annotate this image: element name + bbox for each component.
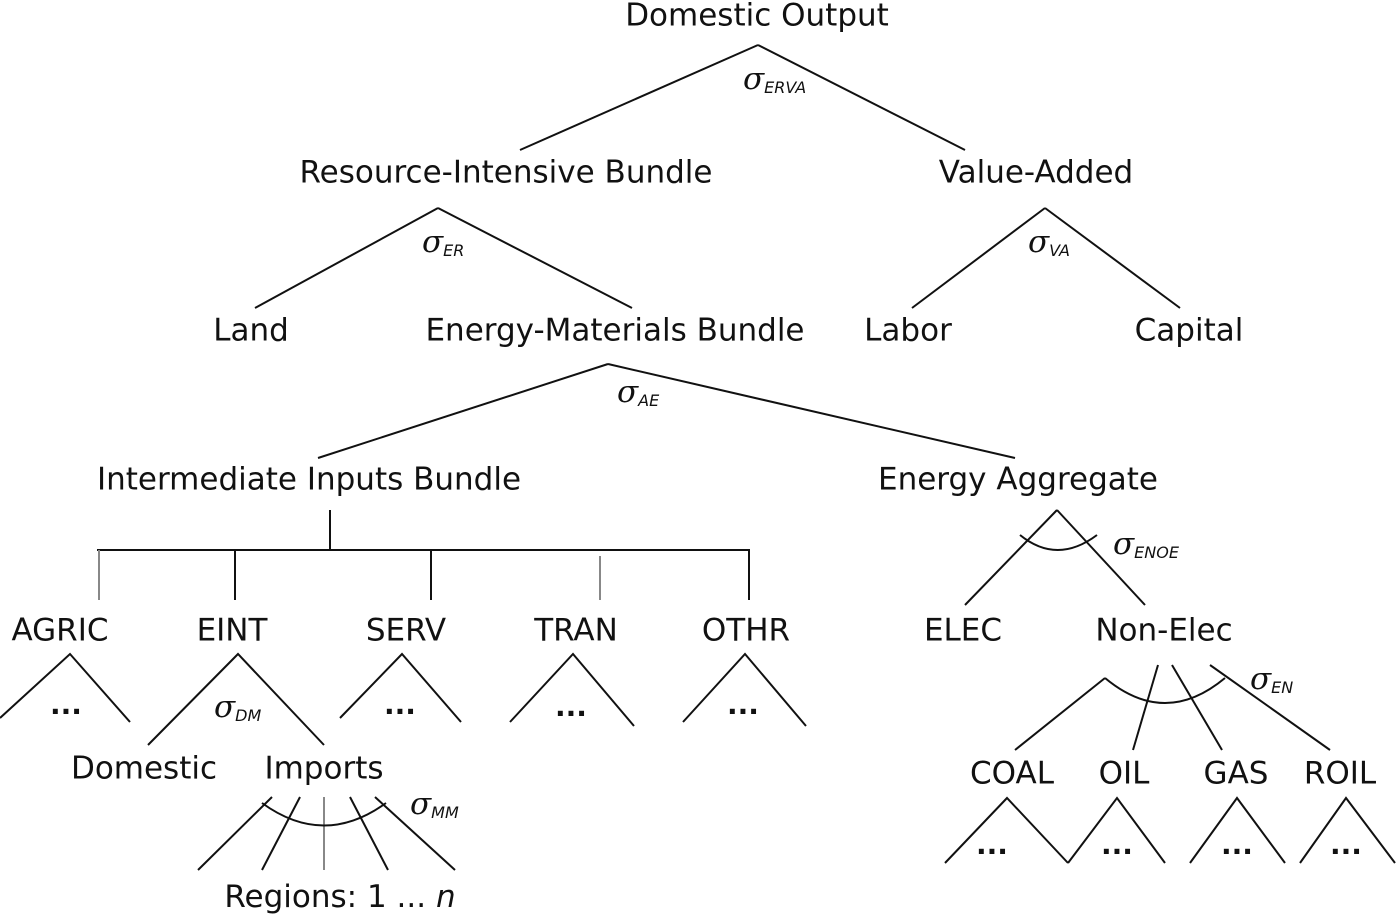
elasticity-labels: σERVA σER σVA σAE σENOE σDM σEN σMM [214, 61, 1293, 822]
regions-n: n [436, 879, 456, 915]
arc-mm [261, 802, 387, 827]
fan-nonelec-oil [1132, 664, 1159, 751]
edge-ea-nonelec [1056, 509, 1146, 606]
arc-enoe [1019, 534, 1098, 551]
edge-em-energyagg [607, 363, 1016, 459]
subtree-tran [509, 652, 635, 727]
label-othr: OTHR [702, 613, 790, 649]
label-intermediate-inputs-bundle: Intermediate Inputs Bundle [97, 462, 521, 498]
label-eint: EINT [197, 613, 269, 649]
ellipsis-tran: ... [555, 690, 587, 723]
label-energy-aggregate: Energy Aggregate [878, 462, 1158, 498]
label-oil: OIL [1099, 756, 1151, 792]
label-elec: ELEC [924, 613, 1002, 649]
sigma-subscript: EN [1271, 678, 1293, 697]
sigma-dm: σDM [214, 689, 261, 725]
sigma-symbol: σ [1028, 224, 1050, 260]
ellipsis-oil: ... [1101, 828, 1133, 861]
label-roil: ROIL [1304, 756, 1377, 792]
sigma-symbol: σ [214, 689, 236, 725]
edge-resource-land [254, 207, 439, 309]
label-serv: SERV [366, 613, 446, 649]
edge-va-capital [1044, 207, 1181, 309]
label-domestic: Domestic [71, 751, 217, 787]
label-gas: GAS [1204, 756, 1269, 792]
edge-output-valueadded [757, 44, 966, 151]
label-tran: TRAN [533, 613, 618, 649]
fan-imports-4 [349, 796, 389, 871]
edge-em-intermediate [317, 363, 609, 459]
subtree-coal [944, 796, 1069, 864]
sigma-symbol: σ [617, 374, 639, 410]
sigma-symbol: σ [1250, 661, 1272, 697]
sigma-subscript: AE [637, 391, 660, 410]
subtree-ellipses: ... ... ... ... ... ... ... ... [50, 688, 1362, 861]
subtree-oil [1067, 796, 1166, 864]
ellipsis-othr: ... [727, 688, 759, 721]
subtree-agric [0, 652, 131, 723]
arc-en [1104, 677, 1226, 704]
subtree-serv [339, 652, 462, 723]
sigma-subscript: DM [235, 706, 261, 725]
fan-nonelec-coal [1014, 677, 1106, 751]
sigma-va: σVA [1028, 224, 1070, 260]
sigma-ae: σAE [617, 374, 660, 410]
sigma-subscript: ERVA [764, 78, 806, 97]
sigma-symbol: σ [1113, 526, 1135, 562]
fan-imports-5 [374, 796, 456, 871]
sigma-subscript: VA [1049, 241, 1070, 260]
label-labor: Labor [864, 313, 952, 349]
label-imports: Imports [264, 751, 383, 787]
label-domestic-output: Domestic Output [625, 0, 889, 34]
edge-output-resource [519, 44, 759, 151]
sigma-subscript: ER [443, 241, 464, 260]
label-regions: Regions: 1 ... n [224, 879, 455, 915]
label-coal: COAL [970, 756, 1055, 792]
label-resource-intensive-bundle: Resource-Intensive Bundle [300, 155, 713, 191]
sigma-er: σER [422, 224, 464, 260]
label-capital: Capital [1135, 313, 1244, 349]
regions-text: Regions: 1 ... [224, 879, 436, 915]
ellipsis-roil: ... [1330, 828, 1362, 861]
sigma-symbol: σ [410, 786, 432, 822]
fan-imports-2 [261, 796, 301, 871]
sigma-symbol: σ [743, 61, 765, 97]
tree-connectors [0, 44, 1396, 871]
sigma-mm: σMM [410, 786, 459, 822]
label-agric: AGRIC [11, 613, 108, 649]
ellipsis-serv: ... [384, 688, 416, 721]
subtree-othr [682, 652, 807, 727]
edge-va-labor [911, 207, 1046, 309]
label-energy-materials-bundle: Energy-Materials Bundle [425, 313, 804, 349]
ellipsis-gas: ... [1221, 828, 1253, 861]
subtree-eint [147, 652, 325, 746]
sigma-en: σEN [1250, 661, 1293, 697]
label-non-elec: Non-Elec [1095, 613, 1232, 649]
edge-resource-energymaterials [437, 207, 633, 309]
fan-nonelec-roil [1209, 664, 1331, 751]
label-land: Land [213, 313, 289, 349]
fan-nonelec-gas [1171, 664, 1223, 751]
subtree-gas [1189, 796, 1286, 864]
ellipsis-agric: ... [50, 688, 82, 721]
sigma-symbol: σ [422, 224, 444, 260]
ellipsis-coal: ... [976, 828, 1008, 861]
node-labels: Domestic Output Resource-Intensive Bundl… [11, 0, 1376, 915]
edge-ea-elec [964, 509, 1058, 606]
sigma-enoe: σENOE [1113, 526, 1180, 562]
label-value-added: Value-Added [939, 155, 1133, 191]
sigma-subscript: MM [431, 803, 459, 822]
fan-imports-1 [197, 796, 273, 871]
subtree-roil [1299, 796, 1396, 864]
sigma-erva: σERVA [743, 61, 806, 97]
sigma-subscript: ENOE [1134, 543, 1180, 562]
